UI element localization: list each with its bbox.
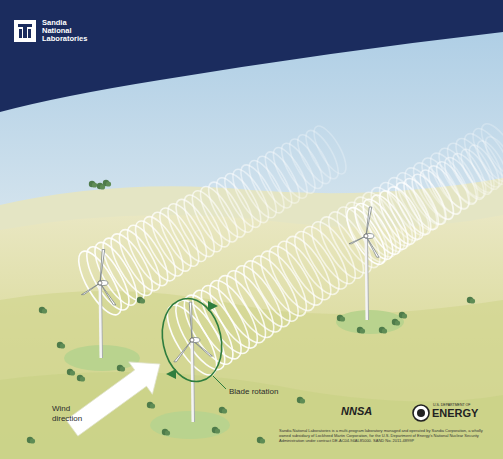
sandia-logo-icon — [14, 20, 36, 42]
nnsa-logo-text: NNSA — [341, 405, 391, 417]
tree — [80, 376, 85, 381]
rotation-arrowhead — [208, 301, 218, 311]
wake-ring — [480, 133, 503, 184]
wind-direction-label: Wind direction — [52, 404, 94, 423]
tree — [42, 308, 47, 313]
doe-logo-caption: U.S. DEPARTMENT OF — [433, 403, 493, 407]
turbine-blade — [174, 340, 192, 362]
turbine-tower — [366, 236, 367, 320]
tree — [260, 438, 265, 443]
field-patch — [0, 372, 503, 459]
leader-line — [213, 376, 226, 389]
tree — [140, 298, 145, 303]
turbine-nacelle — [98, 281, 108, 286]
turbine-hub — [98, 281, 102, 285]
fine-print: Sandia National Laboratories is a multi-… — [279, 428, 495, 443]
turbine-hub — [190, 338, 194, 342]
tree — [360, 328, 365, 333]
tree — [395, 320, 400, 325]
turbine-blade — [366, 236, 379, 257]
rotation-arrowhead — [166, 369, 176, 379]
turbine-blade — [100, 250, 105, 283]
grass-patch — [336, 310, 404, 334]
wake-ring — [472, 137, 503, 189]
wind-arrow — [66, 362, 160, 436]
seal-inner — [417, 409, 425, 417]
turbine-blade — [81, 283, 100, 295]
tree — [150, 403, 155, 408]
grass-patches — [64, 310, 404, 439]
turbine-nacelle — [190, 338, 200, 343]
tree — [70, 370, 75, 375]
wake-helices — [71, 119, 503, 382]
tree — [222, 408, 227, 413]
tree — [340, 316, 345, 321]
doe-seal — [413, 405, 429, 421]
blade-rotation-marker — [155, 293, 229, 389]
turbine-blade — [366, 207, 372, 236]
turbine-tower-edge — [368, 236, 369, 320]
turbine-tower-edge — [102, 283, 103, 358]
tree — [215, 428, 220, 433]
tree — [30, 438, 35, 443]
tree — [300, 398, 305, 403]
title-band — [0, 0, 503, 112]
turbine-blade — [100, 283, 116, 305]
doe-logo-text: ENERGY — [432, 407, 494, 419]
ground — [0, 215, 503, 459]
tree — [165, 430, 170, 435]
tree — [106, 181, 111, 186]
turbine-nacelle — [364, 234, 374, 239]
trees — [27, 180, 475, 444]
turbine-tower — [100, 283, 101, 358]
logo-thunderbird — [18, 24, 32, 38]
tree — [120, 366, 125, 371]
turbine-hub — [364, 234, 368, 238]
rotation-circle — [155, 293, 229, 387]
tree — [402, 313, 407, 318]
logo-square — [14, 20, 36, 42]
tree — [470, 298, 475, 303]
grass-patch — [150, 411, 230, 439]
turbine-blade — [189, 302, 192, 340]
tree — [382, 328, 387, 333]
seal-circle — [413, 405, 429, 421]
blade-rotation-label: Blade rotation — [229, 387, 299, 397]
organization-name: Sandia National Laboratories — [42, 19, 90, 43]
tree — [92, 182, 97, 187]
wake-ring — [308, 122, 352, 179]
wake-ring — [381, 172, 437, 241]
turbine-blade — [349, 236, 366, 244]
tree — [60, 343, 65, 348]
